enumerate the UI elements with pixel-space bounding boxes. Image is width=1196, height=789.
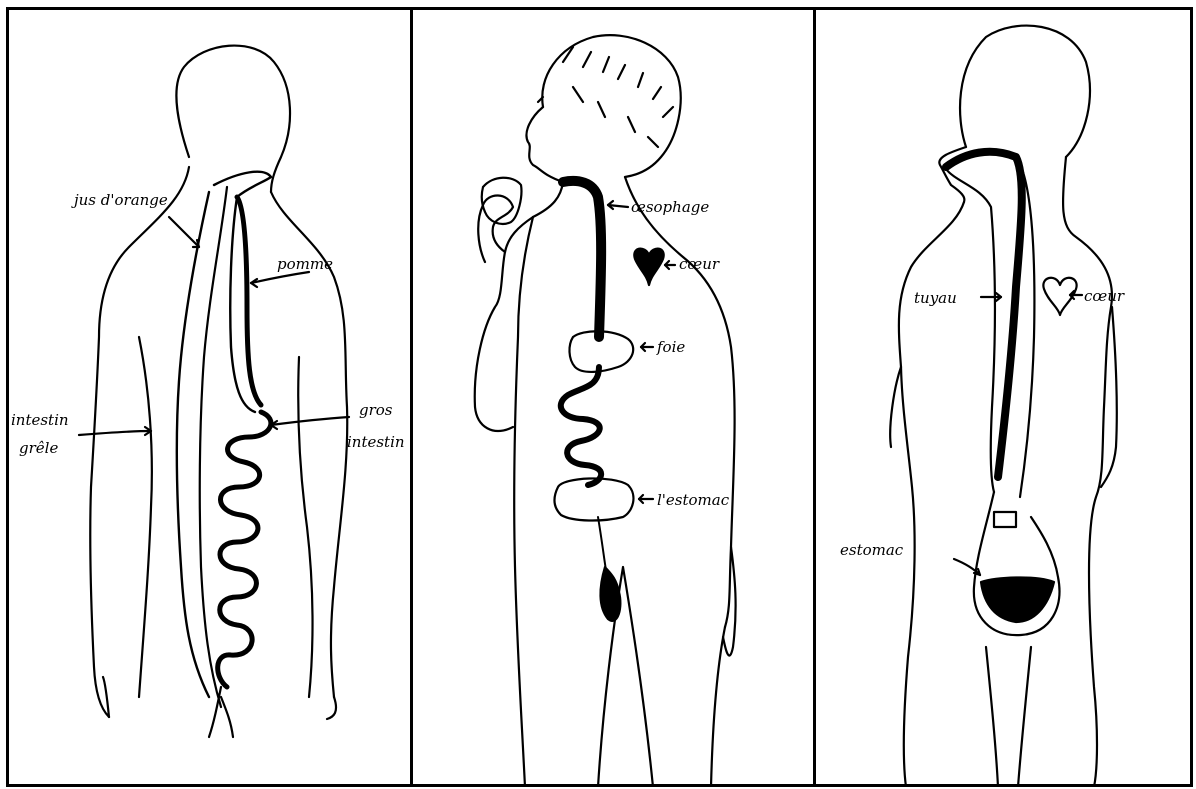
- label-pomme: pomme: [277, 255, 333, 273]
- label-coeur: cœur: [1084, 287, 1125, 305]
- label-foie: foie: [656, 338, 685, 356]
- head-outline: [542, 35, 680, 177]
- label-gros-intestin-1: gros: [359, 401, 393, 419]
- label-jus-orange: jus d'orange: [71, 191, 168, 209]
- hair: [563, 47, 673, 147]
- label-estomac: estomac: [840, 541, 904, 559]
- tube: [946, 152, 1022, 477]
- label-gros-intestin-2: intestin: [347, 433, 405, 451]
- esophagus: [563, 181, 601, 337]
- face: [526, 107, 563, 182]
- label-tuyau: tuyau: [914, 289, 957, 307]
- small-intestine: [218, 412, 271, 687]
- head-outline: [960, 26, 1090, 157]
- label-intestin-grele-2: grêle: [19, 439, 58, 457]
- body-drawing-2: œsophage cœur foie l'estomac: [413, 7, 813, 787]
- label-coeur: cœur: [679, 255, 720, 273]
- intestine: [561, 367, 601, 485]
- arrow-pomme: [251, 272, 309, 283]
- arrow-jus: [169, 217, 199, 247]
- arrow-gros-intestin: [271, 417, 349, 425]
- body-outline: [90, 167, 189, 717]
- drawing-panel-1: jus d'orange pomme intestin grêle gros i…: [9, 7, 410, 787]
- label-intestin-grele-1: intestin: [11, 411, 69, 429]
- drawing-panel-3: tuyau cœur estomac: [816, 7, 1190, 787]
- heart: [634, 249, 663, 285]
- stomach-contents: [981, 577, 1054, 622]
- body-drawing-3: tuyau cœur estomac: [816, 7, 1190, 787]
- head-outline: [176, 46, 290, 192]
- arm: [475, 217, 533, 431]
- valve-box: [994, 512, 1016, 527]
- label-estomac: l'estomac: [657, 491, 730, 509]
- label-oesophage: œsophage: [631, 198, 709, 216]
- rectum: [600, 567, 620, 621]
- drawing-panel-2: œsophage cœur foie l'estomac: [413, 7, 813, 787]
- body-drawing-1: jus d'orange pomme intestin grêle gros i…: [9, 7, 410, 787]
- arrow-intestin-grele: [79, 431, 151, 435]
